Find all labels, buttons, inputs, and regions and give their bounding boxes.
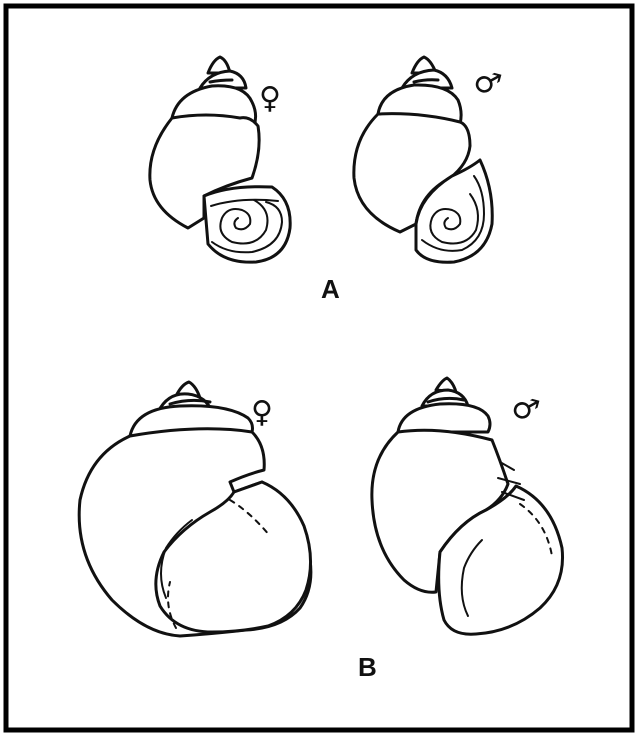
panel-label-b: B [358,652,377,682]
panel-label-a: A [321,274,340,304]
female-symbol-b: ♀ [251,395,273,430]
outer-border [6,6,632,730]
female-symbol-a: ♀ [259,81,281,116]
